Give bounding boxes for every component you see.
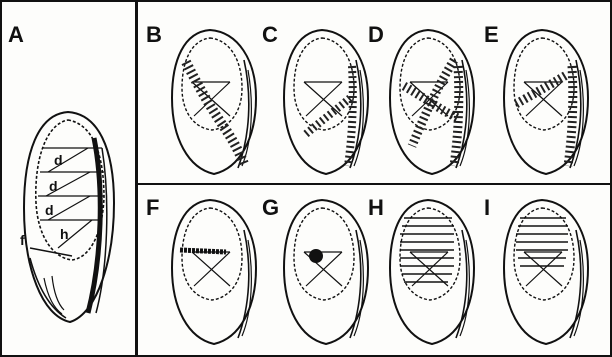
panel-f-seed-drawing bbox=[164, 196, 264, 346]
panel-h-seed-drawing bbox=[382, 196, 482, 346]
panel-i-seed-drawing bbox=[496, 196, 596, 346]
panel-g-seed-drawing bbox=[276, 196, 376, 346]
label-d-3: d bbox=[45, 202, 54, 218]
label-d-2: d bbox=[49, 178, 58, 194]
panel-label-i: I bbox=[484, 197, 490, 219]
panel-b-seed-drawing bbox=[164, 26, 264, 176]
label-d-1: d bbox=[54, 152, 63, 168]
panel-d-seed-drawing bbox=[382, 26, 482, 176]
panel-label-f: F bbox=[146, 197, 159, 219]
panel-label-a: A bbox=[8, 24, 24, 46]
panel-c-seed-drawing bbox=[276, 26, 376, 176]
panel-a-seed-drawing bbox=[18, 108, 118, 328]
panel-label-b: B bbox=[146, 24, 162, 46]
label-f-leader-line bbox=[20, 236, 80, 266]
panel-e-seed-drawing bbox=[496, 26, 596, 176]
